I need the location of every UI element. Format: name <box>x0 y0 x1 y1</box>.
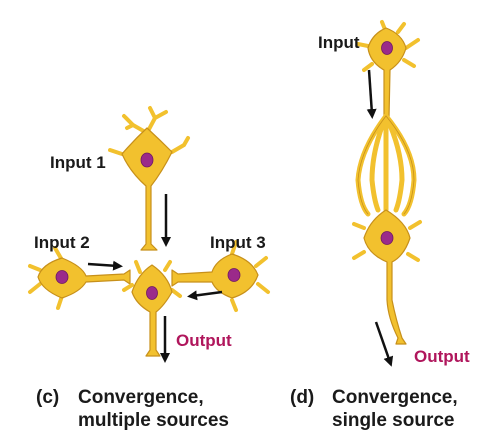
neuron-input-2 <box>28 246 131 310</box>
axon-branches <box>355 113 417 217</box>
label-input-3: Input 3 <box>210 233 266 252</box>
label-output-d: Output <box>414 347 470 366</box>
caption-c: (c) Convergence, multiple sources <box>36 386 229 432</box>
label-input-2: Input 2 <box>34 233 90 252</box>
caption-d-line2: single source <box>332 410 455 431</box>
nucleus <box>55 270 69 284</box>
caption-c-line1: Convergence, <box>78 387 204 408</box>
neuron-output-d <box>352 209 422 345</box>
caption-d-tag: (d) <box>290 387 315 408</box>
arrow-input-d <box>366 69 377 119</box>
neuron-output-c <box>122 260 182 357</box>
arrow-input-3 <box>187 290 223 301</box>
neuron-input-3 <box>171 240 270 312</box>
nucleus <box>227 268 241 282</box>
arrow-input-2 <box>87 260 123 271</box>
nucleus <box>146 286 158 300</box>
caption-d-line1: Convergence, <box>332 387 458 408</box>
nucleus <box>140 152 154 168</box>
nucleus <box>380 231 394 245</box>
neuron-input-d <box>356 20 420 119</box>
label-input-d: Input <box>318 33 360 52</box>
label-output-c: Output <box>176 331 232 350</box>
caption-c-tag: (c) <box>36 387 60 408</box>
caption-c-line2: multiple sources <box>78 410 229 431</box>
label-input-1: Input 1 <box>50 153 106 172</box>
nucleus <box>381 41 393 55</box>
arrow-output-d <box>374 321 394 367</box>
caption-d: (d) Convergence, single source <box>290 386 458 432</box>
neuron-input-1 <box>108 106 190 251</box>
